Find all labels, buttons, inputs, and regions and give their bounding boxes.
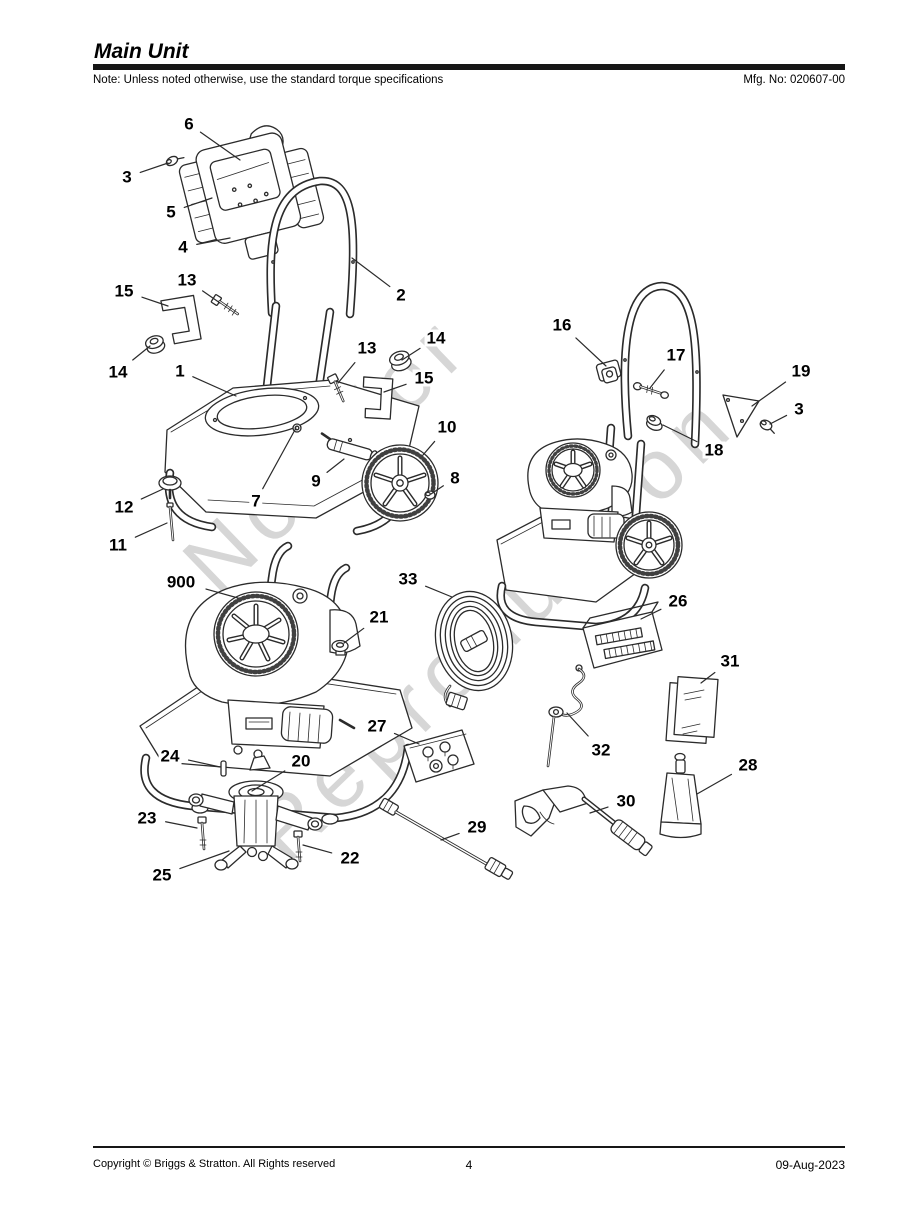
leader-line-6 <box>199 131 241 161</box>
leader-line-4 <box>196 237 231 245</box>
leader-line-19 <box>751 381 787 407</box>
cap-nut-icon <box>144 335 166 354</box>
leader-line-16 <box>575 337 607 367</box>
leader-line-14 <box>401 347 421 361</box>
hook-icon <box>160 294 202 345</box>
pin-icon <box>220 760 227 777</box>
leader-line-13 <box>201 290 221 304</box>
leader-line-30 <box>589 806 609 814</box>
leader-line-29 <box>440 832 460 841</box>
page-number: 4 <box>465 1158 473 1172</box>
leader-line-28 <box>696 773 733 795</box>
bolt-icon <box>293 830 303 863</box>
leader-lines <box>132 131 788 870</box>
leader-line-32 <box>566 712 589 737</box>
pin-icon <box>166 502 175 542</box>
cap-nut-icon <box>389 350 412 372</box>
leader-line-15 <box>141 296 169 307</box>
nozzle-kit-icon <box>582 601 663 669</box>
torque-note: Note: Unless noted otherwise, use the st… <box>93 74 444 86</box>
assembled-unit-icon <box>496 423 683 632</box>
mfg-number: Mfg. No: 020607-00 <box>743 74 845 86</box>
leader-line-27 <box>393 732 420 745</box>
foot-cap-icon <box>158 475 182 500</box>
high-pressure-hose-icon <box>434 590 514 711</box>
leader-line-5 <box>183 197 213 209</box>
bracket-icon <box>722 394 760 438</box>
control-panel-icon <box>178 125 325 260</box>
cap-icon <box>645 414 663 431</box>
leader-line-33 <box>424 585 453 598</box>
siphon-tube-icon <box>546 664 586 768</box>
leader-line-2 <box>351 257 391 288</box>
screw-icon <box>165 155 185 167</box>
leader-line-13 <box>337 362 356 384</box>
leader-line-1 <box>192 376 237 397</box>
bolt-icon <box>632 382 670 399</box>
bolt-icon <box>197 816 207 851</box>
leader-line-21 <box>343 627 365 644</box>
leader-line-900 <box>205 588 239 599</box>
leader-line-11 <box>134 522 168 538</box>
engine-assembly-icon <box>139 541 413 825</box>
page-title: Main Unit <box>94 40 189 63</box>
header-note-row: Note: Unless noted otherwise, use the st… <box>93 74 845 86</box>
leader-line-17 <box>649 369 665 389</box>
footer-rule <box>93 1146 845 1148</box>
hook-icon <box>362 376 394 420</box>
document-date: 09-Aug-2023 <box>775 1158 845 1172</box>
fitting-kit-icon <box>403 729 475 783</box>
leader-line-22 <box>302 844 333 854</box>
leader-line-8 <box>430 485 444 495</box>
pump-icon <box>188 755 323 871</box>
leader-line-31 <box>700 671 716 684</box>
leader-line-3 <box>769 414 788 425</box>
leader-line-9 <box>326 458 345 473</box>
leader-line-20 <box>251 770 286 792</box>
leader-line-12 <box>140 488 164 500</box>
leader-line-23 <box>165 821 198 829</box>
leader-line-25 <box>179 850 230 870</box>
wheel-icon <box>361 444 439 522</box>
spray-wand-icon <box>378 797 514 880</box>
leader-line-15 <box>383 383 407 393</box>
leader-line-7 <box>262 427 297 490</box>
copyright-text: Copyright © Briggs & Stratton. All Right… <box>93 1158 336 1170</box>
right-handle-icon <box>620 281 701 449</box>
manual-icon <box>665 676 719 744</box>
upper-handle-icon <box>266 176 358 319</box>
leader-line-24 <box>187 759 221 768</box>
screw-icon <box>210 294 240 316</box>
leader-line-18 <box>662 424 698 443</box>
leader-line-10 <box>422 440 436 456</box>
screw-icon <box>327 373 345 403</box>
spray-gun-icon <box>514 785 653 857</box>
screw-icon <box>759 419 775 434</box>
clamp-icon <box>595 359 622 384</box>
title-rule <box>93 64 845 70</box>
leader-line-26 <box>640 608 662 620</box>
leader-line-14 <box>132 345 151 361</box>
funnel-icon <box>659 752 702 839</box>
leader-line-3 <box>139 162 169 174</box>
